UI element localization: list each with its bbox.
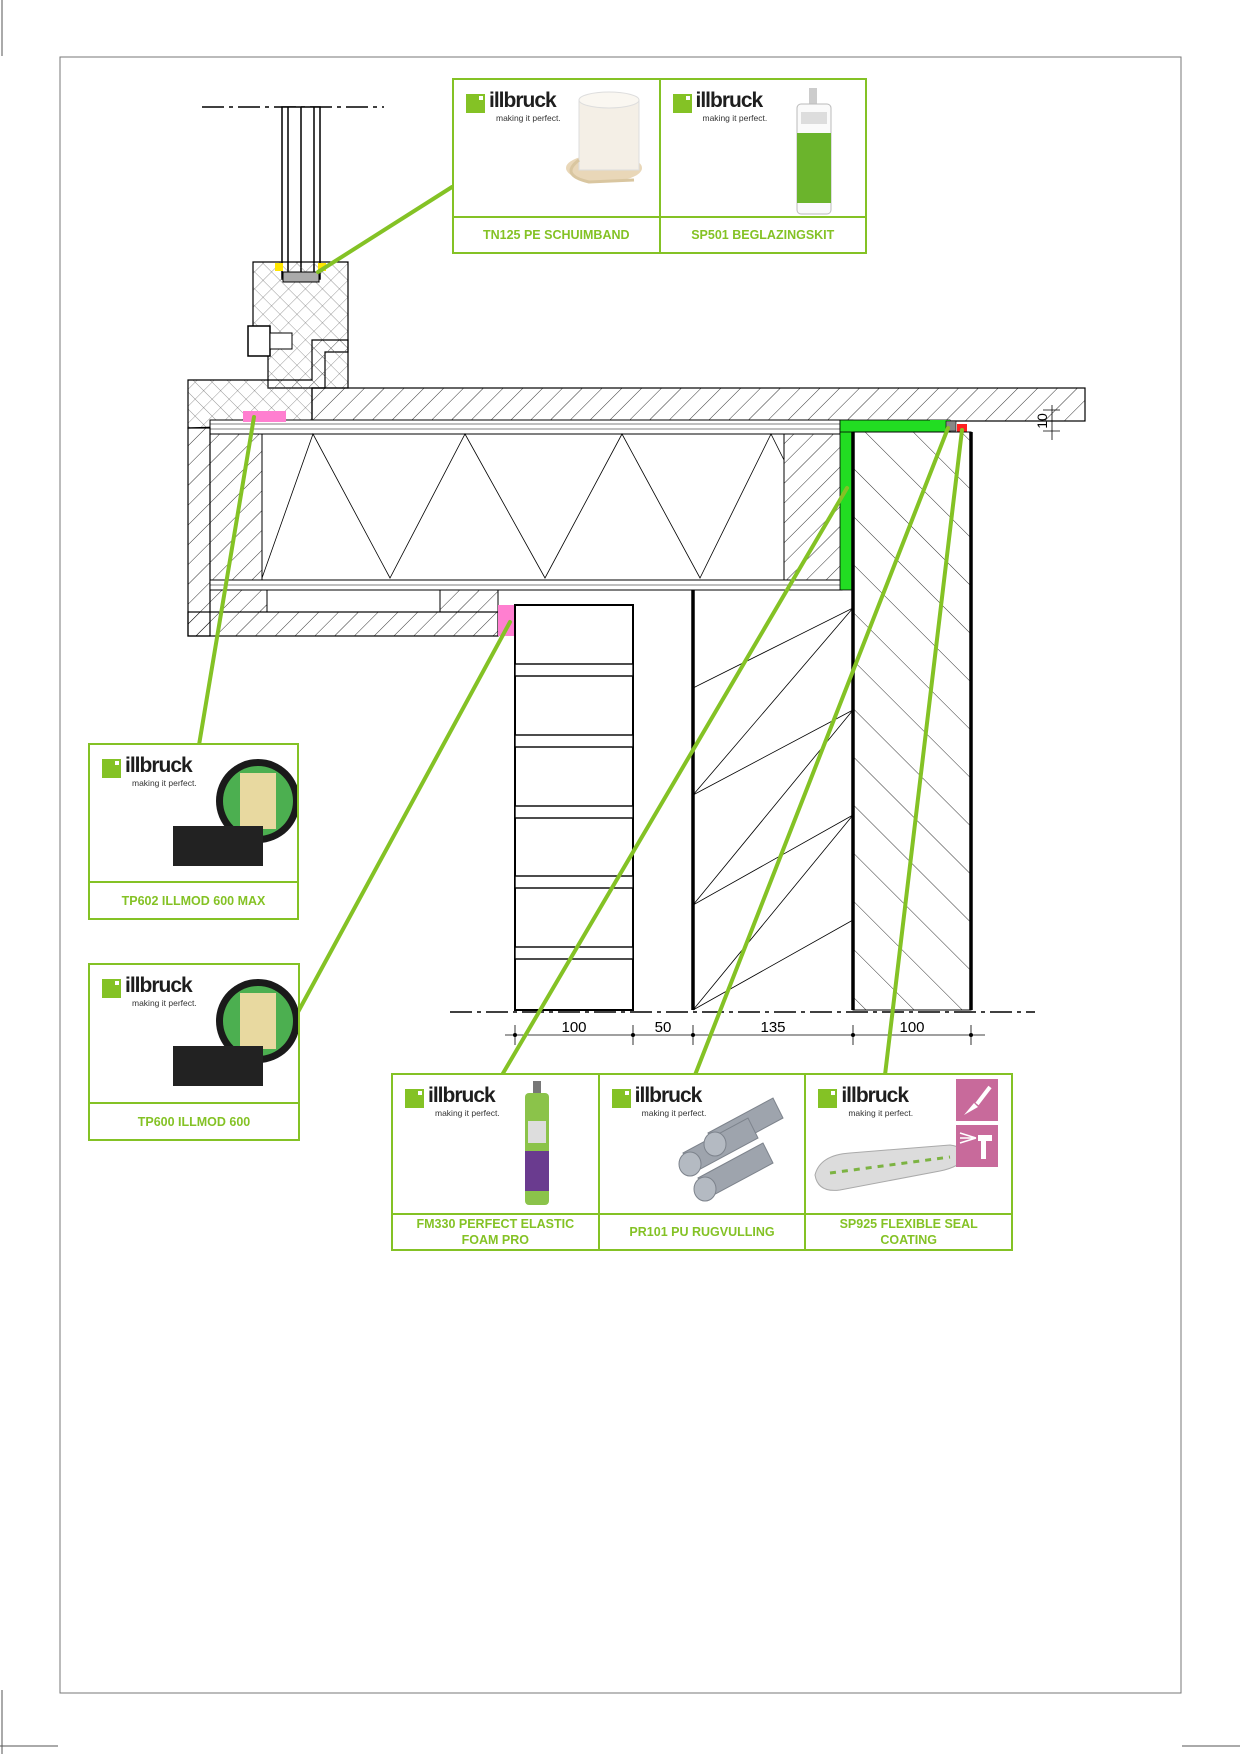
product-tp602-image: illbruck making it perfect. [90, 745, 297, 883]
product-sp925-label: SP925 FLEXIBLE SEAL COATING [839, 1217, 978, 1247]
expanding-tape-roll-icon [173, 759, 297, 866]
product-sp501[interactable]: illbruck making it perfect. SP501 BEGLAZ… [658, 80, 865, 252]
sealant-sausage-icon [814, 1144, 966, 1191]
dimension-10: 10 [1034, 413, 1050, 429]
product-tp602[interactable]: illbruck making it perfect. TP602 ILLMOD… [90, 745, 297, 918]
product-tn125[interactable]: illbruck making it perfect. TN125 PE SCH… [454, 80, 659, 252]
glazing-sealant-cartridge-icon [796, 88, 831, 215]
product-card-tp600: illbruck making it perfect. TP600 ILLMOD… [88, 963, 300, 1141]
dimension-lines: 100 50 135 100 10 [450, 405, 1060, 1045]
leader-lines [197, 185, 964, 1077]
foam-band-roll-icon [566, 91, 642, 184]
product-tp602-label: TP602 ILLMOD 600 MAX [121, 893, 266, 908]
product-pr101-label: PR101 PU RUGVULLING [629, 1225, 775, 1239]
tape-tp602-highlight [243, 411, 286, 422]
product-tn125-label: TN125 PE SCHUIMBAND [482, 228, 630, 242]
product-fm330-label: FM330 PERFECT ELASTIC FOAM PRO [416, 1217, 575, 1247]
glazing-unit [202, 106, 384, 280]
expanding-tape-roll-icon [173, 979, 298, 1086]
sill-box [187, 411, 843, 637]
window-frame [187, 261, 349, 429]
wall-section [514, 431, 973, 1011]
dimension-135: 135 [760, 1019, 785, 1036]
dimension-50: 50 [655, 1019, 672, 1036]
top-slab [209, 387, 1086, 435]
brush-icon [956, 1079, 999, 1121]
product-sp925[interactable]: illbruck making it perfect. [804, 1075, 1012, 1249]
foam-can-icon [525, 1081, 549, 1205]
product-sp925-image: illbruck making it perfect. [806, 1075, 1012, 1215]
product-fm330[interactable]: illbruck making it perfect. FM330 PERFEC… [393, 1075, 598, 1249]
product-card-bottom: illbruck making it perfect. FM330 PERFEC… [391, 1073, 1013, 1251]
product-tp600[interactable]: illbruck making it perfect. TP600 ILLMOD… [90, 965, 298, 1139]
product-pr101-image: illbruck making it perfect. [599, 1075, 805, 1215]
dimension-100-a: 100 [561, 1019, 586, 1036]
product-card-tp602: illbruck making it perfect. TP602 ILLMOD… [88, 743, 299, 920]
product-tp600-label: TP600 ILLMOD 600 [137, 1114, 251, 1129]
product-pr101[interactable]: illbruck making it perfect. PR101 PU RUG… [597, 1075, 805, 1249]
backer-rod-icon [678, 1097, 784, 1202]
dimension-100-b: 100 [899, 1019, 924, 1036]
tape-tp600-highlight [498, 605, 516, 636]
spray-gun-icon [956, 1125, 999, 1167]
product-fm330-image: illbruck making it perfect. [393, 1075, 598, 1215]
product-tn125-image: illbruck making it perfect. [454, 80, 659, 218]
product-sp501-image: illbruck making it perfect. [660, 80, 865, 218]
product-tp600-image: illbruck making it perfect. [90, 965, 298, 1104]
product-card-top: illbruck making it perfect. TN125 PE SCH… [452, 78, 867, 254]
product-sp501-label: SP501 BEGLAZINGSKIT [691, 228, 835, 242]
